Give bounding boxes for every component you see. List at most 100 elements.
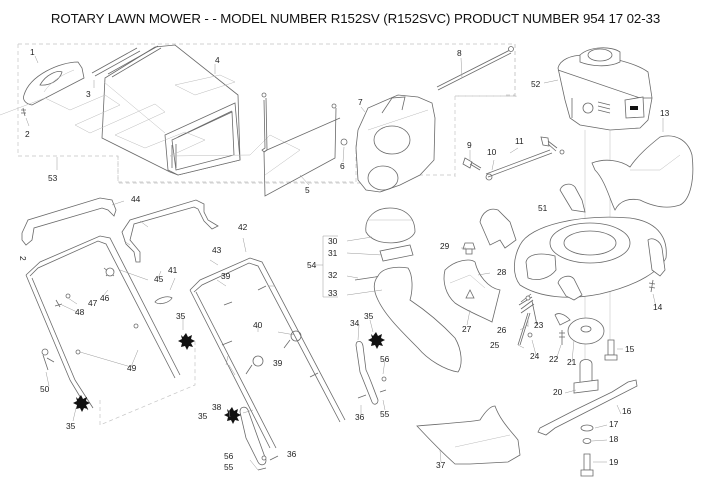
callout-25: 25 [490, 340, 500, 350]
part-42-lower-handle [189, 257, 346, 449]
part-27-28-rear-deflector [443, 259, 501, 323]
part-11-axle-rod [485, 149, 553, 178]
part-15-bolt [604, 339, 618, 361]
callout-38: 38 [212, 402, 222, 412]
part-22-screw [559, 330, 565, 345]
part-54-bracket [315, 235, 338, 298]
part-17-washer [580, 424, 594, 432]
callout-35-a: 35 [176, 311, 186, 321]
callout-8: 8 [457, 48, 462, 58]
callout-3: 3 [86, 89, 91, 99]
part-20-blade-adapter [573, 359, 599, 394]
part-38-handle-bracket [239, 406, 267, 466]
callout-33: 33 [328, 288, 338, 298]
callout-44: 44 [131, 194, 141, 204]
callout-34: 34 [350, 318, 360, 328]
part-14-screw [648, 279, 656, 293]
callout-19: 19 [609, 457, 619, 467]
callout-13: 13 [660, 108, 670, 118]
part-34-height-lever [355, 340, 379, 405]
callout-9: 9 [467, 140, 472, 150]
callout-18: 18 [609, 434, 619, 444]
part-33-discharge-chute [373, 266, 462, 373]
handle-group-outline [99, 340, 196, 426]
callout-6: 6 [340, 161, 345, 171]
callout-55-a: 55 [380, 409, 390, 419]
part-18-lock-washer [582, 438, 592, 444]
part-2-screw [21, 107, 26, 117]
part-8-rod [436, 49, 512, 91]
callout-21: 21 [567, 357, 577, 367]
callout-39-a: 39 [221, 271, 231, 281]
callout-49: 49 [127, 363, 137, 373]
grass-bag-group-outline [17, 43, 517, 183]
part-21-blade-adapter [554, 313, 605, 345]
callout-36-a: 36 [355, 412, 365, 422]
callout-32: 32 [328, 270, 338, 280]
callout-56-b: 56 [224, 451, 234, 461]
side-mark: 2 [18, 256, 28, 261]
callout-26: 26 [497, 325, 507, 335]
callout-47: 47 [88, 298, 98, 308]
callout-20: 20 [553, 387, 563, 397]
callout-55-b: 55 [224, 462, 234, 472]
part-6-washer [340, 138, 348, 146]
callout-45: 45 [154, 274, 164, 284]
callout-52: 52 [531, 79, 541, 89]
callout-31: 31 [328, 248, 338, 258]
part-3-rod [91, 47, 141, 77]
callout-14: 14 [653, 302, 663, 312]
callout-15: 15 [625, 344, 635, 354]
part-7-rear-cover [355, 94, 436, 193]
part-5-bag-frame [0, 74, 341, 197]
callout-23: 23 [534, 320, 544, 330]
callout-30: 30 [328, 236, 338, 246]
diagram-title: ROTARY LAWN MOWER - - MODEL NUMBER R152S… [50, 11, 661, 26]
callout-5: 5 [305, 185, 310, 195]
part-43-control-bar [121, 199, 219, 263]
part-30-chute-cap [365, 207, 416, 244]
part-29-bolt [462, 242, 476, 255]
part-23-to-26-lever-assembly [517, 293, 538, 346]
callout-46: 46 [100, 293, 110, 303]
callout-29: 29 [440, 241, 450, 251]
callout-16: 16 [622, 406, 632, 416]
callout-51: 51 [538, 203, 548, 213]
callout-7: 7 [358, 97, 363, 107]
callout-40: 40 [253, 320, 263, 330]
hardware-small-parts [41, 267, 387, 471]
callout-54: 54 [307, 260, 317, 270]
callout-53: 53 [48, 173, 58, 183]
part-51-mower-deck [479, 183, 667, 301]
callout-35-b: 35 [66, 421, 76, 431]
part-13-rear-flap [591, 135, 694, 211]
callout-10: 10 [487, 147, 497, 157]
part-9b-bolt-detail [540, 136, 565, 155]
callout-24: 24 [530, 351, 540, 361]
callout-22: 22 [549, 354, 559, 364]
callout-56-a: 56 [380, 354, 390, 364]
part-1-bag-handle [23, 61, 85, 106]
callout-35-c: 35 [198, 411, 208, 421]
part-16-blade [537, 379, 638, 436]
part-44-upper-handle [21, 197, 117, 246]
callout-37: 37 [436, 460, 446, 470]
callout-2: 2 [25, 129, 30, 139]
callout-leader-lines [25, 55, 664, 471]
callout-41: 41 [168, 265, 178, 275]
part-35-knob-nut [73, 332, 385, 424]
part-9-bolt [462, 157, 482, 171]
callout-48: 48 [75, 307, 85, 317]
callout-50: 50 [40, 384, 50, 394]
part-31-plate [379, 244, 414, 262]
callout-36-b: 36 [287, 449, 297, 459]
callout-28: 28 [497, 267, 507, 277]
callout-35-d: 35 [364, 311, 374, 321]
callout-42: 42 [238, 222, 248, 232]
callout-4: 4 [215, 55, 220, 65]
callout-39-b: 39 [273, 358, 283, 368]
callout-1: 1 [30, 47, 35, 57]
part-19-blade-bolt [580, 453, 594, 477]
part-37-mulch-cover [416, 405, 521, 465]
